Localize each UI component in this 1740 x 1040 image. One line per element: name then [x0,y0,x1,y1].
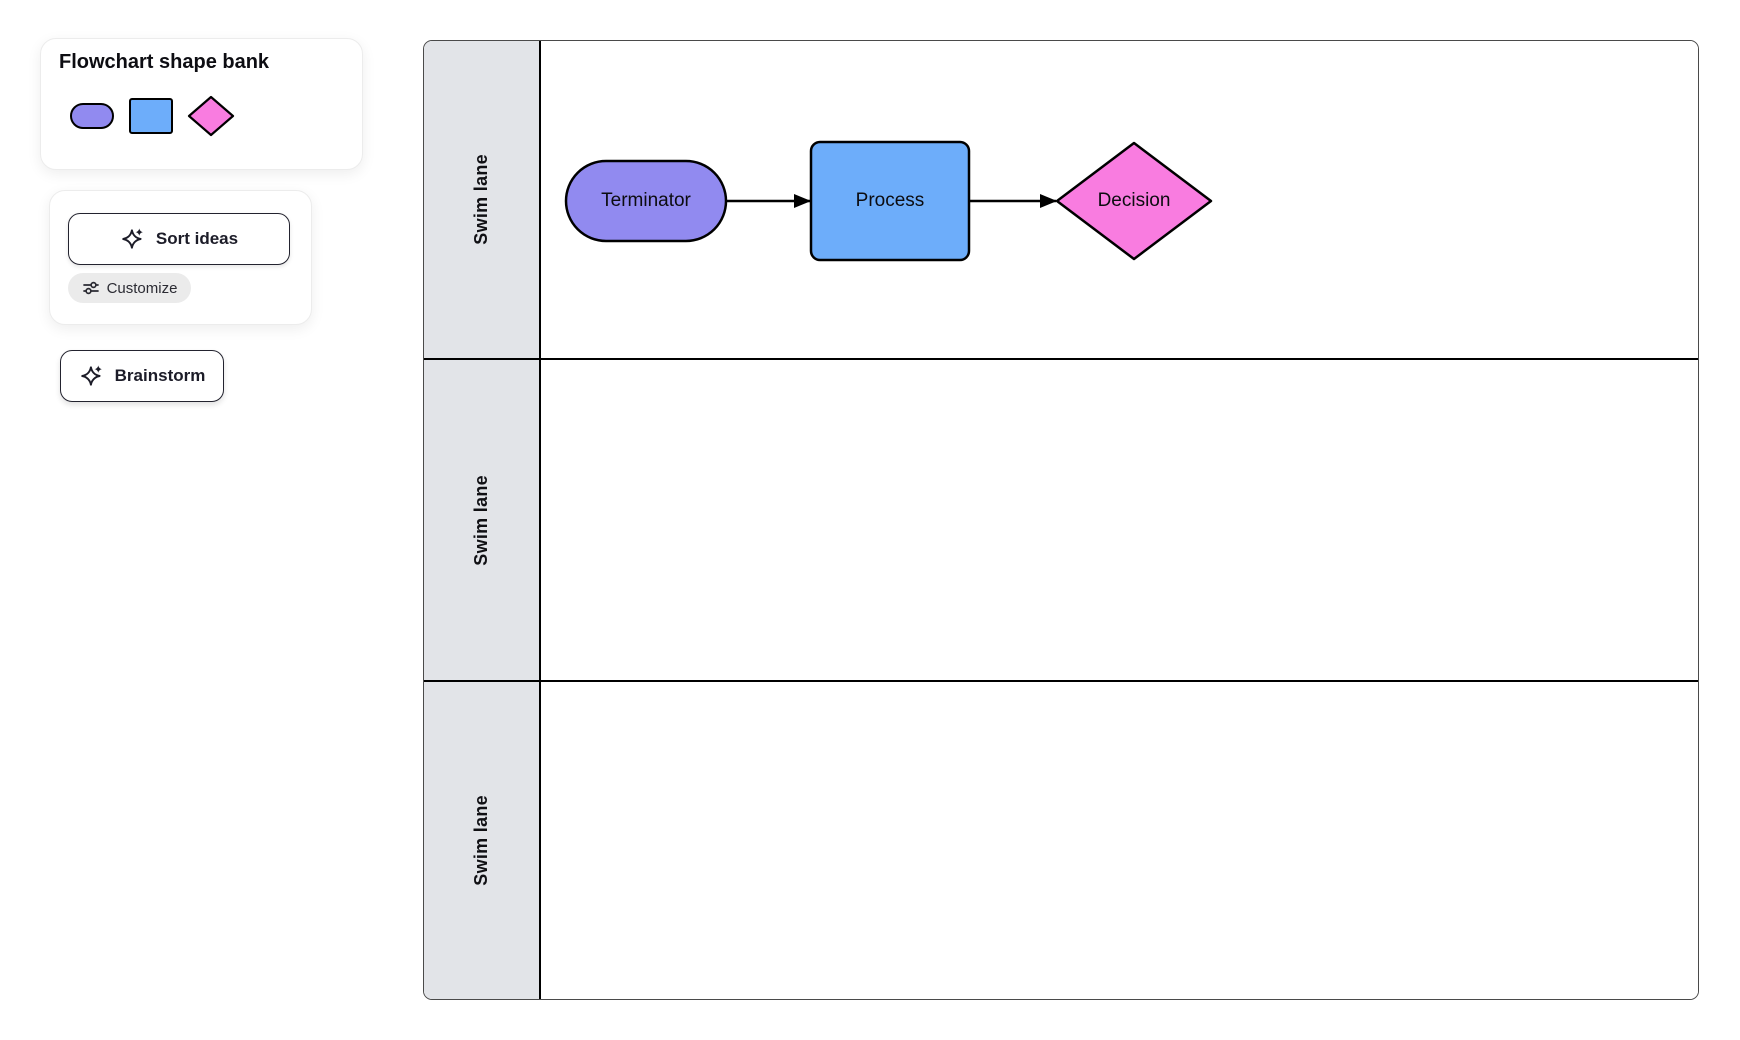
decision-shape-icon[interactable] [187,95,235,137]
customize-label: Customize [106,279,178,297]
terminator-shape-icon[interactable] [69,102,115,130]
sliders-icon [82,279,100,297]
process-shape-icon[interactable] [128,97,174,135]
ai-tools-panel: Sort ideas Customize [49,190,312,325]
swimlane-header-2[interactable]: Swim lane [424,360,541,680]
flowchart-shape-bank-panel: Flowchart shape bank [40,38,363,170]
swimlane-row-3[interactable]: Swim lane [424,680,1698,999]
sort-ideas-button[interactable]: Sort ideas [68,213,290,265]
swimlane-header-3[interactable]: Swim lane [424,682,541,999]
swimlane-row-2[interactable]: Swim lane [424,358,1698,680]
sort-ideas-label: Sort ideas [155,229,239,248]
shape-bank-title: Flowchart shape bank [59,51,270,73]
swimlane-body-2[interactable] [541,360,1698,680]
swimlane-row-1[interactable]: Swim lane [424,41,1698,358]
swimlane-body-3[interactable] [541,682,1698,999]
swimlane-label-2: Swim lane [471,474,491,566]
swimlane-body-1[interactable] [541,41,1698,358]
customize-button[interactable]: Customize [68,273,191,303]
swimlane-header-1[interactable]: Swim lane [424,41,541,358]
brainstorm-label: Brainstorm [114,366,206,385]
swimlane-board[interactable]: Swim lane Swim lane Swim lane [423,40,1699,1000]
swimlane-label-1: Swim lane [471,154,491,245]
shape-bank-shapes-row [69,95,235,137]
swimlane-label-3: Swim lane [471,795,491,886]
sparkle-icon [79,363,105,389]
brainstorm-button[interactable]: Brainstorm [60,350,224,402]
sparkle-icon [120,226,146,252]
